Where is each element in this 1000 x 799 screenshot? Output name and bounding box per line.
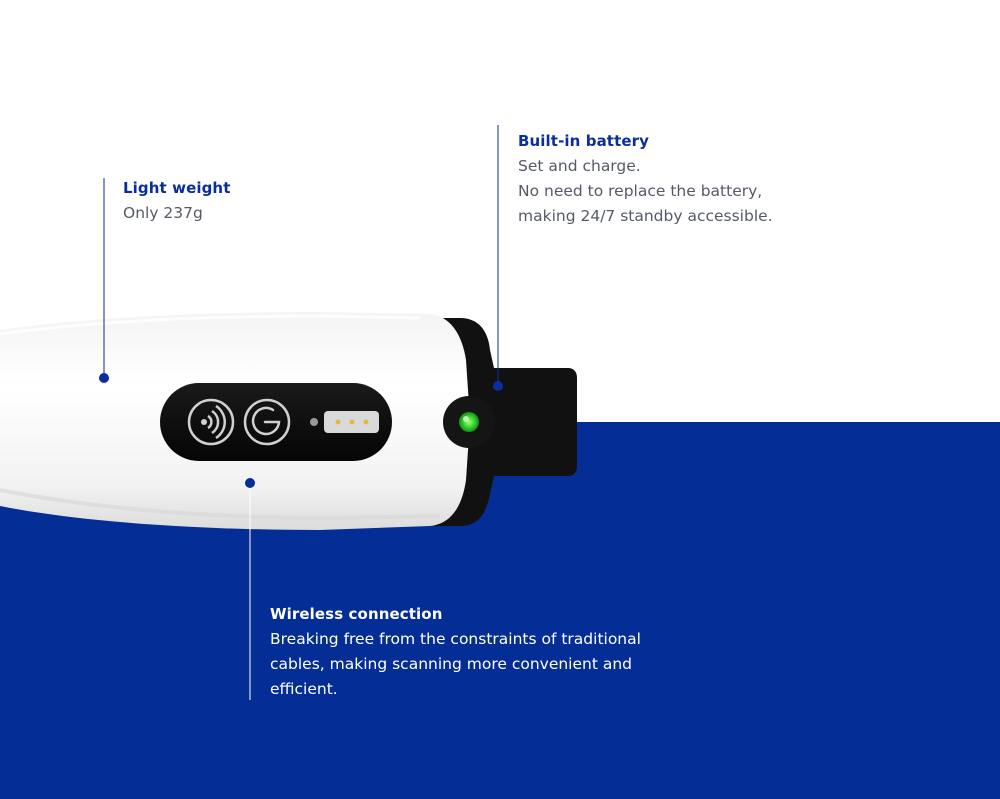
feature-title: Light weight [123, 179, 231, 197]
callout-leader-wireless [245, 478, 255, 700]
feature-description: Breaking free from the constraints of tr… [270, 630, 641, 698]
callout-leader-battery [493, 125, 503, 391]
power-icon [243, 398, 291, 446]
feature-wireless-connection: Wireless connection Breaking free from t… [270, 602, 670, 702]
callout-leader-light-weight [99, 178, 109, 383]
feature-description: Only 237g [123, 204, 203, 222]
status-led [443, 396, 495, 448]
feature-title: Built-in battery [518, 132, 649, 150]
wireless-signal-icon [187, 398, 235, 446]
scanner-device [0, 312, 577, 530]
feature-title: Wireless connection [270, 605, 443, 623]
feature-light-weight: Light weight Only 237g [123, 176, 343, 226]
feature-description: Set and charge. No need to replace the b… [518, 157, 773, 225]
device-shadow [0, 488, 441, 521]
charging-contacts-icon [310, 411, 379, 433]
feature-built-in-battery: Built-in battery Set and charge. No need… [518, 129, 838, 229]
device-highlight [0, 314, 421, 336]
